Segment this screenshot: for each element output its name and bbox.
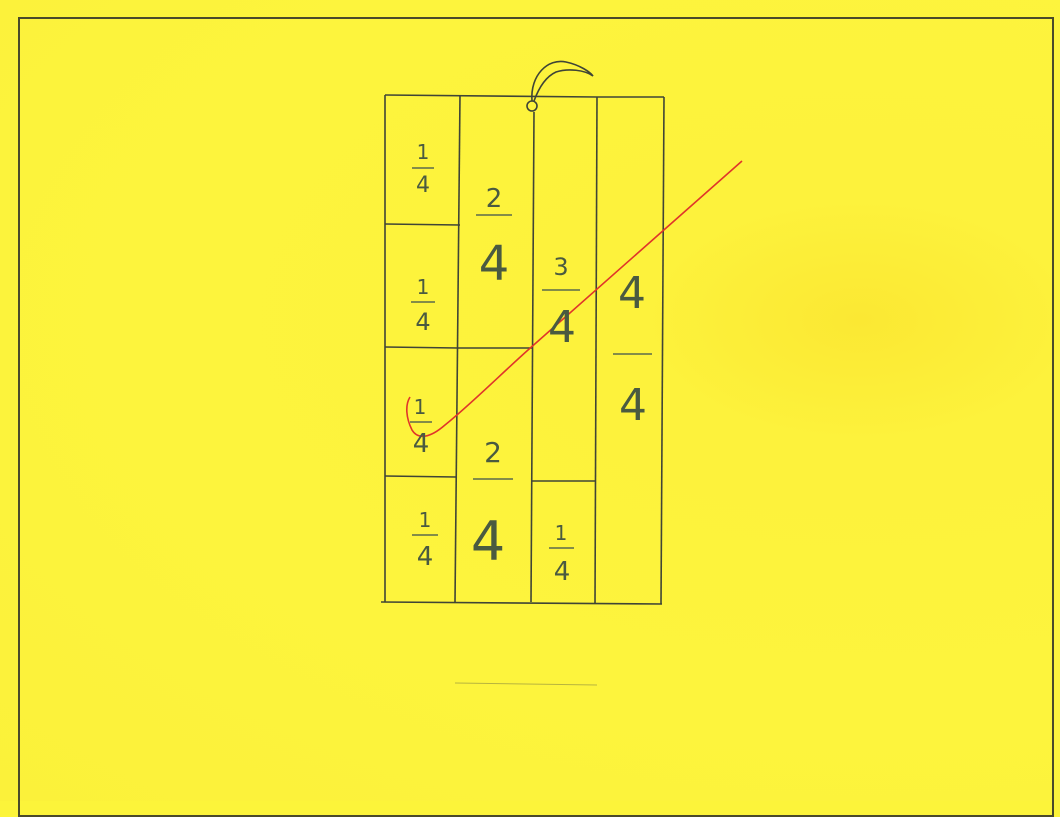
numerator: 3 — [553, 253, 568, 281]
denominator: 4 — [416, 173, 430, 198]
fraction-col3-row1: 3 4 — [542, 253, 580, 353]
denominator: 4 — [479, 236, 510, 292]
fraction-col4-whole: 4 4 — [613, 268, 652, 431]
fraction-col1-row4: 1 4 — [412, 508, 438, 572]
numerator: 1 — [414, 395, 427, 419]
fraction-col1-row3: 1 4 — [410, 395, 432, 459]
numerator: 4 — [618, 268, 646, 319]
numerator: 2 — [486, 184, 503, 214]
numerator: 1 — [417, 275, 430, 299]
denominator: 4 — [554, 557, 571, 587]
denominator: 4 — [413, 429, 430, 459]
numerator: 1 — [419, 508, 432, 532]
fraction-col1-row2: 1 4 — [411, 275, 435, 336]
numerator: 1 — [555, 521, 568, 545]
fraction-col1-row1: 1 4 — [412, 140, 434, 198]
denominator: 4 — [548, 302, 576, 353]
fraction-col2-row2: 2 4 — [471, 436, 513, 573]
fraction-col3-row2: 1 4 — [549, 521, 574, 587]
denominator: 4 — [415, 308, 430, 336]
denominator: 4 — [471, 510, 505, 573]
faint-stray-line — [455, 683, 597, 685]
fraction-col2-row1: 2 4 — [476, 184, 512, 292]
hanging-loop — [527, 61, 593, 111]
denominator: 4 — [417, 542, 434, 572]
numerator: 1 — [417, 140, 430, 164]
numerator: 2 — [484, 436, 502, 469]
denominator: 4 — [619, 380, 647, 431]
